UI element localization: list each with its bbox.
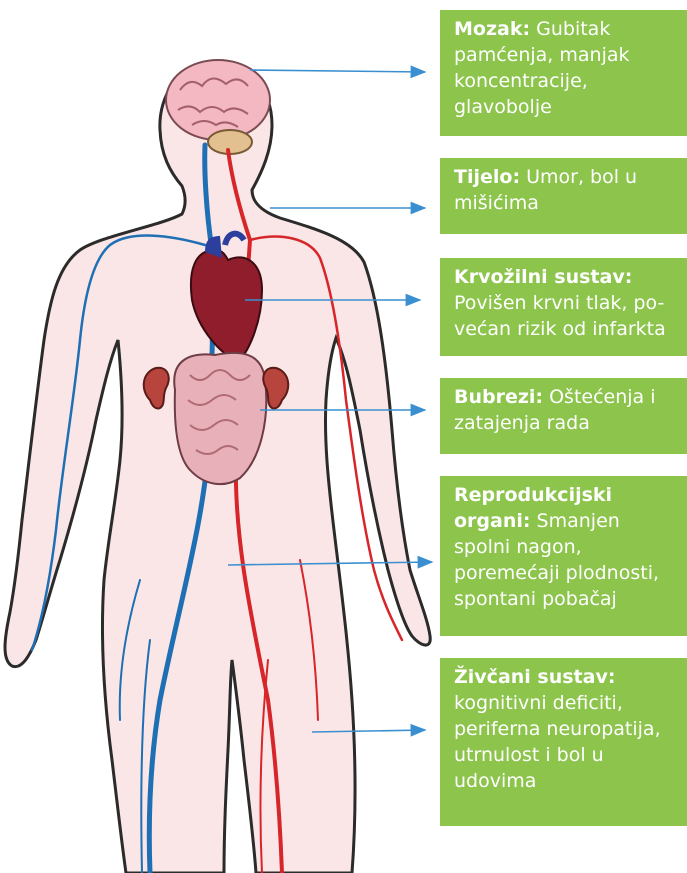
label-title: Živčani sustav: [454,666,615,688]
label-box-cardiovascular: Krvožilni sustav: Povišen krvni tlak, po… [440,258,687,356]
label-box-brain: Mozak: Gubitak pamćenja, manjak koncentr… [440,10,687,136]
arrow-brain [250,70,425,72]
label-description: Povišen krvni tlak, po-većan rizik od in… [454,292,666,340]
label-title: Krvožilni sustav: [454,266,632,288]
label-box-body: Tijelo: Umor, bol u mišićima [440,158,687,234]
label-box-nervous-system: Živčani sustav: kognitivni deficiti, per… [440,658,687,826]
label-title: Tijelo: [454,166,520,188]
label-box-kidneys: Bubrezi: Oštećenja i zatajenja rada [440,378,687,454]
label-title: Bubrezi: [454,386,543,408]
label-description: kognitivni deficiti, periferna neuropati… [454,692,661,792]
label-box-reproductive: Reprodukcijski organi: Smanjen spolni na… [440,476,687,636]
label-title: Mozak: [454,18,530,40]
